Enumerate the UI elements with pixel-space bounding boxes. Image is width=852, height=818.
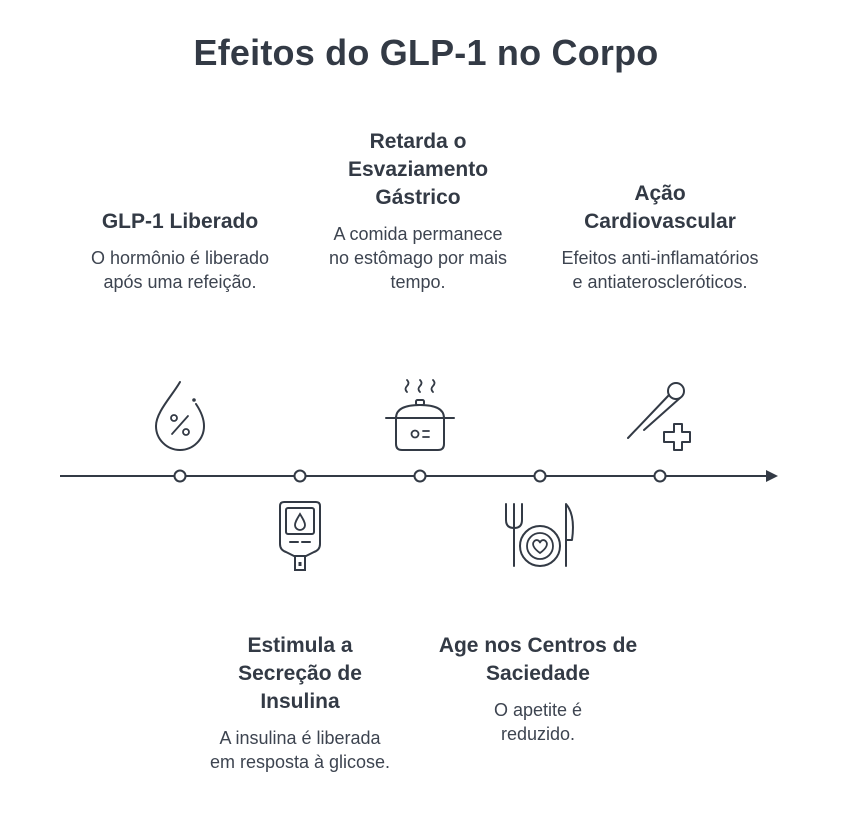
step-glp1-released: GLP-1 Liberado O hormônio é liberado apó… xyxy=(70,208,290,294)
step-description: Efeitos anti-inflamatórios e antiaterosc… xyxy=(561,248,759,292)
step-gastric-emptying: Retarda o Esvaziamento Gástrico A comida… xyxy=(318,128,518,294)
syringe-cross-icon xyxy=(627,382,691,451)
plate-heart-icon xyxy=(505,503,574,567)
step-description: A comida permanece no estômago por mais … xyxy=(328,224,508,292)
glucose-meter-icon xyxy=(279,501,321,571)
step-title: GLP-1 Liberado xyxy=(101,210,259,233)
step-insulin-secretion: Estimula a Secreção de Insulina A insuli… xyxy=(200,632,400,774)
timeline-node xyxy=(533,469,547,483)
step-title: Age nos Centros de Saciedade xyxy=(438,634,638,685)
timeline-node xyxy=(413,469,427,483)
hormone-drop-icon xyxy=(154,381,206,451)
timeline-node xyxy=(293,469,307,483)
step-description: O apetite é reduzido. xyxy=(493,700,583,744)
step-cardiovascular: Ação Cardiovascular Efeitos anti-inflama… xyxy=(560,180,760,294)
step-satiety-centers: Age nos Centros de Saciedade O apetite é… xyxy=(438,632,638,746)
steaming-pot-icon xyxy=(385,379,455,451)
timeline-node xyxy=(173,469,187,483)
step-description: O hormônio é liberado após uma refeição. xyxy=(90,248,270,292)
step-title: Ação Cardiovascular xyxy=(584,182,736,233)
timeline-node xyxy=(653,469,667,483)
page-title: Efeitos do GLP-1 no Corpo xyxy=(193,32,659,73)
step-description: A insulina é liberada em resposta à glic… xyxy=(209,728,391,772)
step-title: Estimula a Secreção de Insulina xyxy=(238,634,362,713)
timeline-arrowhead xyxy=(766,470,778,482)
step-title: Retarda o Esvaziamento Gástrico xyxy=(347,130,489,209)
